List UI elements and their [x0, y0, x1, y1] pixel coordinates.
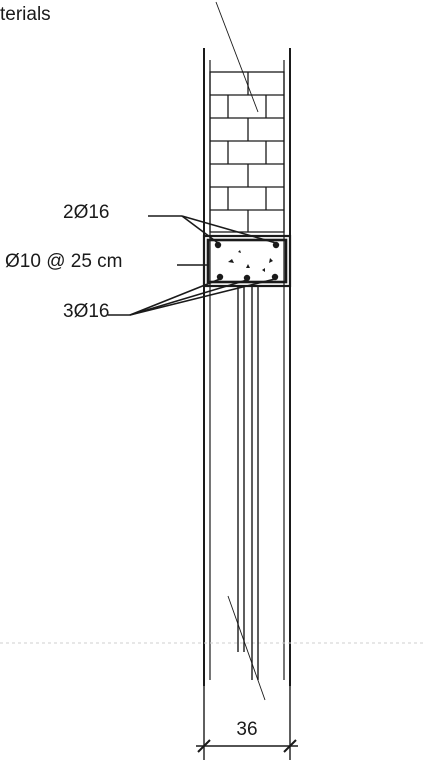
brick-courses [209, 71, 285, 233]
dimension-label: 36 [236, 719, 257, 740]
bond-beam-section [202, 234, 292, 288]
top-break-line [215, 1, 259, 113]
vertical-reinforcement [237, 286, 259, 680]
bottom-break-line [227, 595, 266, 701]
bottom-bars-label: 3Ø16 [63, 301, 109, 322]
bottom-rebar [216, 273, 224, 281]
top-bars-leader [148, 215, 277, 244]
wall-outline [203, 48, 291, 686]
bottom-rebar [243, 274, 251, 282]
top-rebar [214, 241, 222, 249]
top-bars-label: 2Ø16 [63, 202, 109, 223]
stirrups-label: Ø10 @ 25 cm [5, 251, 123, 272]
top-rebar [272, 241, 280, 249]
bottom-bars-leader [108, 278, 276, 316]
width-dimension [196, 686, 298, 760]
header-text: terials [0, 4, 51, 25]
